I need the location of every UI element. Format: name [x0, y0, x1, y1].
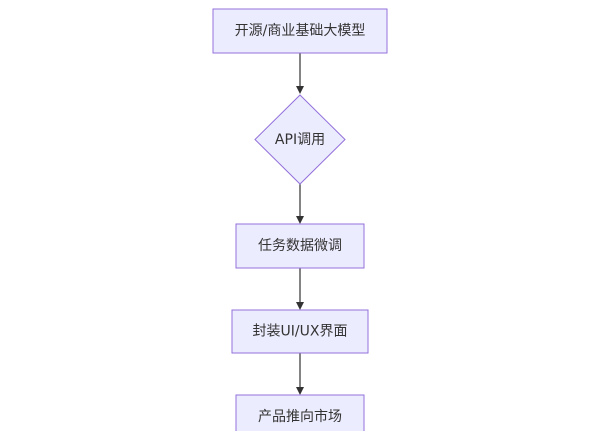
node-task-finetune: 任务数据微调 [235, 223, 365, 269]
edge-n3-n4 [296, 268, 304, 310]
node-label: 开源/商业基础大模型 [235, 22, 366, 39]
edge-n2-n3 [296, 184, 304, 224]
arrowhead [296, 216, 304, 224]
node-api-call: API调用 [254, 94, 346, 185]
arrowhead [296, 387, 304, 395]
arrowhead [296, 86, 304, 94]
node-label: 任务数据微调 [258, 238, 342, 254]
node-go-to-market: 产品推向市场 [235, 394, 365, 431]
arrowhead [296, 302, 304, 310]
node-label: 产品推向市场 [258, 408, 342, 425]
edge-n1-n2 [296, 53, 304, 94]
edge-n4-n5 [296, 353, 304, 395]
node-label: 封装UI/UX界面 [253, 324, 348, 340]
node-label: API调用 [275, 132, 325, 148]
node-foundation-model: 开源/商业基础大模型 [212, 8, 388, 54]
node-ui-ux-wrap: 封装UI/UX界面 [231, 309, 369, 354]
